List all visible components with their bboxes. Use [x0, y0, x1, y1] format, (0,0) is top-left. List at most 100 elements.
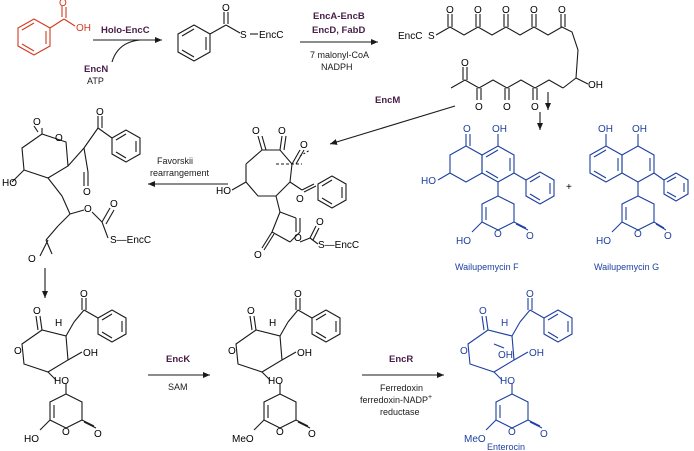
svg-text:O: O [28, 254, 36, 265]
label-encn: EncN [84, 64, 108, 75]
svg-text:O: O [634, 229, 642, 240]
encm-intermediate: O O O HO O O O O S—EncC [216, 126, 359, 261]
svg-text:O: O [526, 231, 534, 242]
label-encd-fabd: EncD, FabD [312, 25, 365, 36]
svg-text:O: O [475, 102, 483, 113]
svg-text:O: O [294, 289, 302, 300]
ent-oh-center-label: OH [498, 350, 513, 361]
svg-text:O: O [531, 102, 539, 113]
svg-text:O: O [252, 126, 260, 137]
svg-text:O: O [296, 194, 304, 205]
svg-text:O: O [463, 124, 471, 135]
ent-h-label: H [501, 318, 508, 329]
svg-text:O: O [84, 204, 92, 215]
label-sam: SAM [168, 382, 188, 392]
svg-text:O: O [474, 5, 482, 16]
caption-enterocin: Enterocin [487, 442, 525, 451]
label-favorskii: Favorskii [157, 156, 193, 166]
svg-text:O: O [316, 217, 324, 228]
desm-h-label: H [55, 318, 62, 329]
wf-oh-top-label: OH [492, 124, 507, 135]
svg-text:O: O [558, 5, 566, 16]
svg-text:O: O [247, 306, 255, 317]
chain-encc-label: EncC [398, 31, 422, 42]
encm-ho-label: HO [216, 186, 231, 197]
wailupemycin-f-structure: O OH HO O O HO [421, 124, 555, 247]
svg-text:O: O [460, 346, 468, 357]
svg-text:O: O [530, 5, 538, 16]
encm-s-encc-label: S—EncC [318, 240, 359, 251]
enterocin-structure: O O H O OH OH HO O O MeO [460, 289, 573, 445]
svg-text:O: O [83, 187, 91, 198]
arrow-encm [329, 105, 456, 145]
ent-oh-right-label: OH [529, 348, 544, 359]
label-nadph: NADPH [321, 62, 353, 72]
label-encr: EncR [389, 354, 413, 365]
wf-ho-bottom-label: HO [456, 236, 471, 247]
chain-oh-label: OH [588, 80, 603, 91]
caption-wailupemycin-f: Wailupemycin F [455, 262, 519, 272]
svg-text:O: O [294, 233, 302, 244]
svg-text:O: O [502, 5, 510, 16]
svg-text:O: O [96, 107, 104, 118]
svg-text:O: O [33, 117, 41, 128]
wg-ho-label: HO [596, 236, 611, 247]
plus-sign: + [566, 182, 572, 193]
chain-s-label: S [428, 31, 435, 42]
label-encm: EncM [375, 95, 400, 106]
deoxy-h-label: H [269, 318, 276, 329]
svg-text:O: O [278, 126, 286, 137]
deoxyenterocin: O O H O OH HO O O MeO [228, 289, 341, 445]
svg-text:O: O [80, 289, 88, 300]
wf-ho-label: HO [421, 176, 436, 187]
benzoic-o-label: O [59, 0, 67, 9]
svg-text:O: O [508, 427, 516, 438]
deoxy-ho-label: HO [268, 376, 283, 387]
favorskii-ho-label: HO [2, 178, 17, 189]
wailupemycin-g-structure: OH OH O O HO [589, 124, 689, 247]
deoxy-meo-label: MeO [232, 434, 254, 445]
svg-text:O: O [14, 346, 22, 357]
favorskii-s-encc-label: S—EncC [110, 235, 151, 246]
ent-meo-label: MeO [464, 434, 486, 445]
svg-text:O: O [276, 427, 284, 438]
svg-text:O: O [300, 140, 308, 151]
svg-text:O: O [33, 306, 41, 317]
benzoyl-encc-label: EncC [259, 30, 283, 41]
benzoyl-s-encc: O S EncC [177, 3, 283, 62]
label-fnr: ferredoxin-NADP+ [360, 394, 432, 405]
label-rearrangement: rearrangement [150, 168, 210, 178]
caption-wailupemycin-g: Wailupemycin G [594, 262, 659, 272]
svg-text:O: O [540, 429, 548, 440]
label-malonyl-coa: 7 malonyl-CoA [310, 50, 369, 60]
svg-text:O: O [254, 250, 262, 261]
svg-text:O: O [461, 58, 469, 69]
desmethyl-deoxyenterocin: O O H O OH HO O O HO [14, 289, 127, 445]
svg-text:O: O [494, 229, 502, 240]
desm-oh-label: OH [83, 348, 98, 359]
svg-text:O: O [55, 133, 63, 144]
benzoic-acid: O OH [17, 0, 91, 56]
wg-oh-right-label: OH [632, 124, 647, 135]
label-enck: EncK [166, 354, 190, 365]
benzoic-oh-label: OH [76, 23, 91, 34]
label-holo-encc: Holo-EncC [101, 25, 150, 36]
desm-ho-bottom-label: HO [24, 434, 39, 445]
svg-text:O: O [62, 427, 70, 438]
svg-text:O: O [479, 306, 487, 317]
desm-ho-label: HO [54, 376, 69, 387]
ent-ho-label: HO [500, 376, 515, 387]
thioester-o-label: O [222, 3, 230, 14]
svg-text:O: O [503, 102, 511, 113]
label-reductase: reductase [380, 407, 420, 417]
svg-text:O: O [446, 5, 454, 16]
label-atp: ATP [87, 76, 104, 86]
label-ferredoxin: Ferredoxin [380, 383, 423, 393]
deoxy-oh-label: OH [297, 348, 312, 359]
arrow-atp-curve [111, 39, 141, 63]
svg-text:O: O [308, 429, 316, 440]
svg-text:O: O [526, 289, 534, 300]
svg-text:O: O [110, 199, 118, 210]
svg-text:O: O [94, 429, 102, 440]
